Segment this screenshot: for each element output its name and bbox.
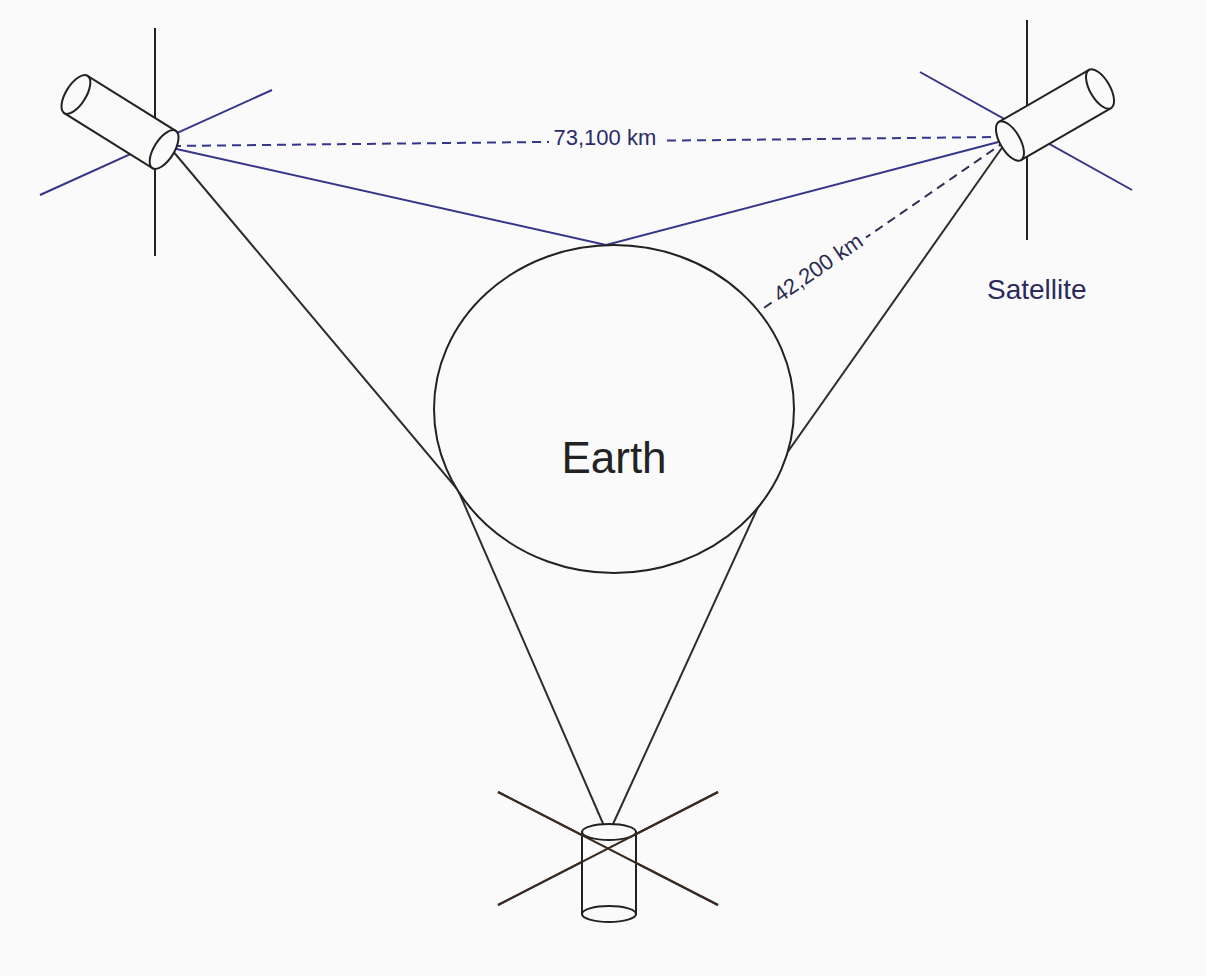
satellite-body xyxy=(56,70,184,173)
satellite-end xyxy=(56,70,96,118)
coverage-lines xyxy=(172,142,1006,835)
satellite-end xyxy=(144,126,184,174)
antenna xyxy=(498,792,718,905)
earth-circle: Earth xyxy=(432,243,796,575)
satellite-label: Satellite xyxy=(987,275,1087,306)
distance-label: 73,100 km xyxy=(549,125,662,151)
coverage-line xyxy=(172,140,1006,245)
satellite-end xyxy=(1080,65,1119,113)
earth-label: Earth xyxy=(561,433,666,483)
radius-label: 42,200 km xyxy=(764,225,872,311)
satellite-cylinder xyxy=(582,832,636,914)
earth-outline xyxy=(432,243,796,575)
satellite-end xyxy=(990,117,1029,165)
satellite-body xyxy=(990,65,1119,165)
satellite-end xyxy=(582,906,636,922)
coverage-lines xyxy=(172,140,1006,245)
satellite-symbol xyxy=(498,792,718,922)
antenna xyxy=(498,792,718,905)
earth-ellipse xyxy=(434,245,794,573)
satellite-symbol xyxy=(40,28,272,256)
satellite-symbol xyxy=(920,20,1132,240)
